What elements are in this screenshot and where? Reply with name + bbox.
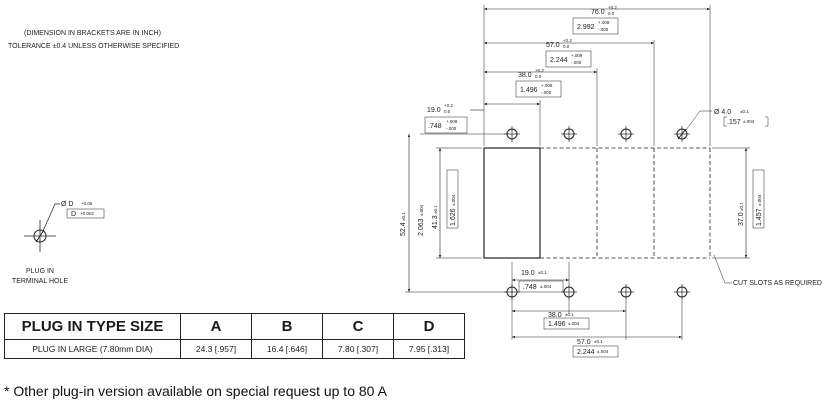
- svg-text:37.0: 37.0: [738, 212, 745, 226]
- cell-type: PLUG IN LARGE (7.80mm DIA): [4, 339, 181, 359]
- svg-text:±0.1: ±0.1: [565, 312, 574, 317]
- cell-b: 16.4 [.646]: [251, 339, 323, 359]
- svg-text:+.008: +.008: [571, 53, 583, 58]
- svg-text:52.4: 52.4: [400, 222, 407, 236]
- svg-text:2.992: 2.992: [577, 24, 595, 31]
- svg-text:+0.2: +0.2: [444, 103, 453, 108]
- svg-text:38.0: 38.0: [518, 72, 532, 79]
- header-b: B: [251, 313, 323, 340]
- tolerance-note: TOLERANCE ±0.4 UNLESS OTHERWISE SPECIFIE…: [8, 43, 180, 50]
- svg-text:±.004: ±.004: [743, 119, 755, 124]
- cutout-outlines: [483, 147, 711, 259]
- svg-text:±.004: ±.004: [568, 321, 580, 326]
- svg-text:±0.1: ±0.1: [433, 205, 438, 214]
- terminal-label-line1: PLUG IN: [26, 268, 54, 275]
- svg-text:±0.1: ±0.1: [739, 202, 744, 211]
- svg-text:0.0: 0.0: [563, 44, 570, 49]
- header-d: D: [393, 313, 465, 340]
- svg-text:±0.1: ±0.1: [594, 339, 603, 344]
- svg-text:0.0: 0.0: [535, 74, 542, 79]
- terminal-hole-symbol: Ø D +0.05 D +0.002 PLUG IN TERMINAL HOLE: [12, 201, 105, 285]
- terminal-dia-label: Ø D: [61, 201, 73, 208]
- svg-text:-.000: -.000: [446, 126, 457, 131]
- svg-text:19.0: 19.0: [427, 107, 441, 114]
- dim-19-top: 19.0 +0.2 0.0 .748 +.008 -.000: [424, 103, 468, 134]
- bottom-hole-4: [674, 284, 690, 300]
- svg-text:±0.1: ±0.1: [740, 109, 749, 114]
- header-a: A: [180, 313, 252, 340]
- terminal-label-line2: TERMINAL HOLE: [12, 278, 68, 285]
- svg-text:+.008: +.008: [446, 119, 458, 124]
- bottom-hole-3: [618, 284, 634, 300]
- top-hole-2: [561, 126, 577, 142]
- svg-text:+0.2: +0.2: [608, 5, 617, 10]
- cell-c: 7.80 [.307]: [322, 339, 394, 359]
- svg-text:±.004: ±.004: [757, 194, 762, 206]
- svg-text:1.496: 1.496: [548, 321, 566, 328]
- svg-text:57.0: 57.0: [546, 42, 560, 49]
- dim-38-top: 38.0 +0.2 0.0 1.496 +.008 -.000: [515, 68, 562, 98]
- svg-text:Ø 4.0: Ø 4.0: [714, 109, 731, 116]
- plug-in-size-table: PLUG IN TYPE SIZE A B C D PLUG IN LARGE …: [4, 313, 465, 359]
- svg-text:.748: .748: [523, 284, 537, 291]
- svg-text:1.626: 1.626: [450, 208, 457, 226]
- footnote: * Other plug-in version available on spe…: [4, 383, 387, 399]
- svg-text:±.004: ±.004: [540, 284, 552, 289]
- table-row: PLUG IN LARGE (7.80mm DIA) 24.3 [.957] 1…: [4, 339, 465, 359]
- dimension-lines: [407, 7, 748, 339]
- svg-text:0.0: 0.0: [444, 109, 451, 114]
- svg-text:+.008: +.008: [541, 83, 553, 88]
- terminal-dia-tol: +0.05: [81, 201, 93, 206]
- dim-41-3: 41.3 ±0.1 1.626 ±.004: [432, 169, 459, 229]
- svg-text:+0.2: +0.2: [535, 68, 544, 73]
- dim-76: 76.0 +0.2 0.0 2.992 +.008 -.000: [572, 5, 619, 35]
- top-hole-4: [674, 126, 690, 142]
- terminal-dia-inch-tol: +0.002: [80, 211, 94, 216]
- svg-text:+0.2: +0.2: [563, 38, 572, 43]
- svg-text:±.004: ±.004: [419, 204, 424, 216]
- cell-a: 24.3 [.957]: [180, 339, 252, 359]
- dimension-note: (DIMENSION IN BRACKETS ARE IN INCH): [24, 30, 161, 37]
- svg-text:+.008: +.008: [598, 20, 610, 25]
- svg-text:1.457: 1.457: [756, 208, 763, 226]
- bottom-hole-2: [561, 284, 577, 300]
- svg-text:-.000: -.000: [598, 27, 609, 32]
- svg-text:0.0: 0.0: [608, 11, 615, 16]
- svg-text:2.244: 2.244: [550, 57, 568, 64]
- svg-text:±0.1: ±0.1: [538, 270, 547, 275]
- dim-52-4: 52.4 ±0.1 2.063 ±.004: [400, 204, 425, 236]
- terminal-dia-inch: D: [71, 211, 76, 218]
- hole-dia-callout: Ø 4.0 ±0.1 .157 ±.004: [714, 109, 769, 127]
- dim-19-bottom: 19.0 ±0.1 .748 ±.004: [518, 270, 564, 293]
- svg-text:2.063: 2.063: [418, 218, 425, 236]
- header-c: C: [322, 313, 394, 340]
- svg-text:1.496: 1.496: [520, 87, 538, 94]
- slot-1-outline: [483, 147, 541, 259]
- svg-text:±.004: ±.004: [597, 349, 609, 354]
- svg-text:57.0: 57.0: [577, 339, 591, 346]
- svg-text:38.0: 38.0: [548, 312, 562, 319]
- dim-38-bottom: 38.0 ±0.1 1.496 ±.004: [543, 312, 590, 330]
- svg-text:.748: .748: [428, 123, 442, 130]
- dim-57-bottom: 57.0 ±0.1 2.244 ±.004: [572, 339, 619, 358]
- table-header-row: PLUG IN TYPE SIZE A B C D: [4, 313, 465, 340]
- dim-57-top: 57.0 +0.2 0.0 2.244 +.008 -.000: [545, 38, 592, 68]
- svg-text:2.244: 2.244: [577, 349, 595, 356]
- cell-d: 7.95 [.313]: [393, 339, 465, 359]
- extension-lines: [405, 5, 750, 340]
- svg-text:76.0: 76.0: [591, 9, 605, 16]
- mounting-holes: [504, 126, 690, 300]
- svg-text:-.000: -.000: [571, 60, 582, 65]
- svg-text:-.000: -.000: [541, 90, 552, 95]
- header-type-size: PLUG IN TYPE SIZE: [4, 313, 181, 340]
- top-hole-3: [618, 126, 634, 142]
- svg-text:±.004: ±.004: [451, 194, 456, 206]
- svg-text:41.3: 41.3: [432, 215, 439, 229]
- cut-slots-label: CUT SLOTS AS REQUIRED: [733, 280, 822, 287]
- svg-text:19.0: 19.0: [521, 270, 535, 277]
- svg-text:±0.1: ±0.1: [401, 212, 406, 221]
- dim-37-0: 37.0 ±0.1 1.457 ±.004: [738, 169, 765, 229]
- svg-text:.157: .157: [727, 119, 741, 126]
